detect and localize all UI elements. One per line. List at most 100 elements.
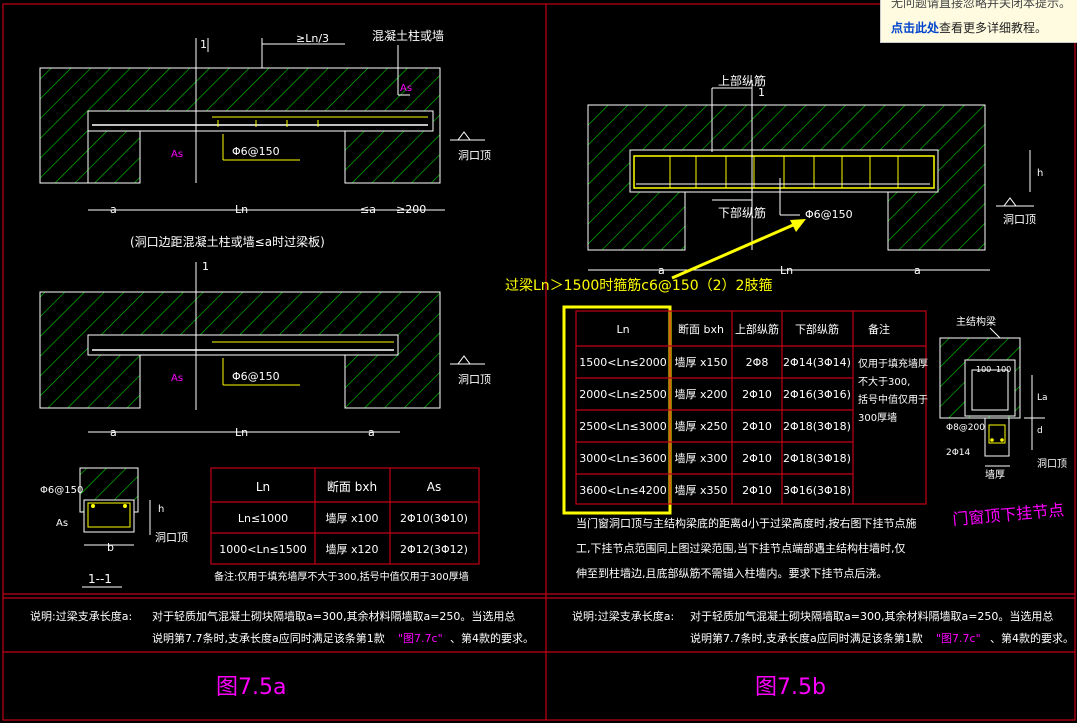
opening-top-label: 洞口顶 (458, 149, 491, 162)
explain-line1-a: 说明:过梁支承长度a: (30, 609, 132, 623)
table-cell: 2Φ12(3Φ12) (400, 543, 468, 556)
la-label: La (1037, 393, 1048, 403)
help-tooltip: 无问题请直接忽略并关闭本提示。 点击此处查看更多详细教程。 (880, 0, 1077, 43)
figure-title-b: 图7.5b (755, 675, 826, 700)
table-header: 断面 bxh (678, 322, 724, 336)
h-label: h (158, 504, 164, 515)
table-cell: 2Φ10 (742, 388, 772, 401)
explain-line2-b: 、第4款的要求。 (450, 631, 534, 645)
table-cell: 墙厚 x120 (325, 542, 378, 556)
opening-top-label: 洞口顶 (458, 373, 491, 386)
as-label: As (56, 518, 68, 529)
dim-a2: a (368, 426, 375, 439)
table-cell: 2000<Ln≤2500 (579, 388, 667, 401)
node-stirrup: Φ8@200 (946, 423, 985, 433)
b-label: b (107, 541, 114, 554)
explain-line2-a: 说明第7.7条时,支承长度a应同时满足该条第1款 (152, 631, 385, 645)
explain-line1-b: 对于轻质加气混凝土砌块隔墙取a=300,其余材料隔墙取a=250。当选用总 (152, 609, 515, 623)
table-cell: 2Φ10(3Φ10) (400, 512, 468, 525)
tooltip-line1: 无问题请直接忽略并关闭本提示。 (891, 0, 1072, 10)
table-cell: 1000<Ln≤1500 (219, 543, 307, 556)
explain-line2-b: 、第4款的要求。 (990, 631, 1074, 645)
table-cell: 墙厚 x150 (674, 355, 727, 369)
dim-ln: Ln (235, 203, 248, 216)
tooltip-line2-rest: 查看更多详细教程。 (939, 21, 1048, 35)
section-mark-1: 1 (758, 86, 765, 99)
section-mark-1: 1 (202, 260, 209, 273)
table-cell: 2Φ10 (742, 484, 772, 497)
drawing-frame (2, 3, 1076, 721)
table-header: Ln (616, 323, 629, 336)
table-cell: 墙厚 x300 (674, 451, 727, 465)
table-cell: 2Φ18(3Φ18) (783, 452, 851, 465)
dim-lea: ≤a (360, 203, 376, 216)
table-header: 断面 bxh (327, 479, 377, 494)
opening-top-label: 洞口顶 (1037, 458, 1067, 470)
dim-ln3: ≥Ln/3 (296, 32, 329, 45)
explain-line2-a: 说明第7.7条时,支承长度a应同时满足该条第1款 (690, 631, 923, 645)
dim-a: a (110, 203, 117, 216)
table-cell: 3000<Ln≤3600 (579, 452, 667, 465)
table-header: 备注 (868, 322, 890, 336)
section-1-1: Φ6@150 As h b 洞口顶 1--1 (40, 467, 188, 588)
opening-top-symbol (450, 131, 485, 141)
left-mid-detail: As Φ6@150 洞口顶 a Ln a 1 (39, 260, 491, 439)
table-remark-line: 不大于300, (858, 375, 910, 388)
explain-line1-a: 说明:过梁支承长度a: (572, 609, 674, 623)
explain-line2-ref: "图7.7c" (936, 632, 981, 645)
tooltip-line2: 点击此处查看更多详细教程。 (891, 19, 1047, 36)
para-line-1: 当门窗洞口顶与主结构梁底的距离d小于过梁高度时,按右图下挂节点施 (576, 516, 916, 530)
table-cell: 3600<Ln≤4200 (579, 484, 667, 497)
table-remark-line: 仅用于填充墙厚 (858, 357, 928, 370)
door-window-node: 主结构梁 100 100 Φ8@200 2Φ14 La d 墙厚 洞口顶 门窗顶… (939, 315, 1067, 529)
upper-bar-label: 上部纵筋 (718, 73, 766, 88)
table-cell: 墙厚 x350 (674, 483, 727, 497)
dim-a1: a (110, 426, 117, 439)
node-bars: 2Φ14 (946, 448, 971, 458)
dim-100b: 100 (996, 365, 1011, 374)
dim-200: ≥200 (396, 203, 426, 216)
node-title: 门窗顶下挂节点 (952, 500, 1065, 529)
explain-line2-ref: "图7.7c" (398, 632, 443, 645)
table-cell: 墙厚 x250 (674, 419, 727, 433)
right-explain: 说明:过梁支承长度a: 对于轻质加气混凝土砌块隔墙取a=300,其余材料隔墙取a… (572, 609, 1074, 700)
table-cell: 2500<Ln≤3000 (579, 420, 667, 433)
table-cell: 2Φ14(3Φ14) (783, 356, 851, 369)
table-note: 备注:仅用于填充墙厚不大于300,括号中值仅用于300厚墙 (214, 570, 469, 583)
annotation-arrow[interactable] (671, 220, 801, 280)
right-paragraph: 当门窗洞口顶与主结构梁底的距离d小于过梁高度时,按右图下挂节点施 工,下挂节点范… (576, 516, 916, 580)
stirrup-label: Φ6@150 (40, 485, 83, 496)
section-title: 1--1 (88, 572, 112, 586)
as-label: As (171, 373, 183, 384)
opening-top-label: 洞口顶 (1003, 213, 1036, 226)
left-top-caption: (洞口边距混凝土柱或墙≤a时过梁板) (130, 234, 325, 249)
markup-annotation[interactable]: 过梁Ln＞1500时箍筋c6@150（2）2肢箍 (505, 219, 806, 515)
dim-ln: Ln (780, 264, 793, 277)
para-line-3: 伸至到柱墙边,且底部纵筋不需锚入柱墙内。要求下挂节点后浇。 (576, 566, 888, 580)
table-cell: Ln≤1000 (238, 512, 288, 525)
h-label: h (1037, 168, 1043, 179)
dim-a1: a (658, 264, 665, 277)
table-remark-line: 括号中值仅用于 (858, 393, 928, 406)
table-header: 下部纵筋 (795, 322, 839, 336)
table-header: As (427, 480, 441, 494)
wall-label: 墙厚 (985, 468, 1005, 481)
table-cell: 1500<Ln≤2000 (579, 356, 667, 369)
opening-top-label: 洞口顶 (155, 531, 188, 544)
dim-ln: Ln (235, 426, 248, 439)
section-mark-1: 1 (200, 38, 207, 51)
wall-label: 混凝土柱或墙 (372, 28, 444, 43)
table-cell: 2Φ16(3Φ16) (783, 388, 851, 401)
main-beam-label: 主结构梁 (956, 315, 996, 328)
lower-bar-label: 下部纵筋 (718, 205, 766, 220)
table-cell: 墙厚 x200 (674, 387, 727, 401)
dim-100a: 100 (976, 365, 991, 374)
table-cell: 3Φ16(3Φ18) (783, 484, 851, 497)
stirrup-label: Φ6@150 (232, 145, 280, 158)
table-cell: 2Φ8 (746, 356, 769, 369)
d-label: d (1037, 426, 1043, 436)
tooltip-link[interactable]: 点击此处 (891, 21, 940, 35)
right-top-detail: 上部纵筋 下部纵筋 Φ6@150 h 洞口顶 a Ln a 1 (587, 73, 1043, 277)
